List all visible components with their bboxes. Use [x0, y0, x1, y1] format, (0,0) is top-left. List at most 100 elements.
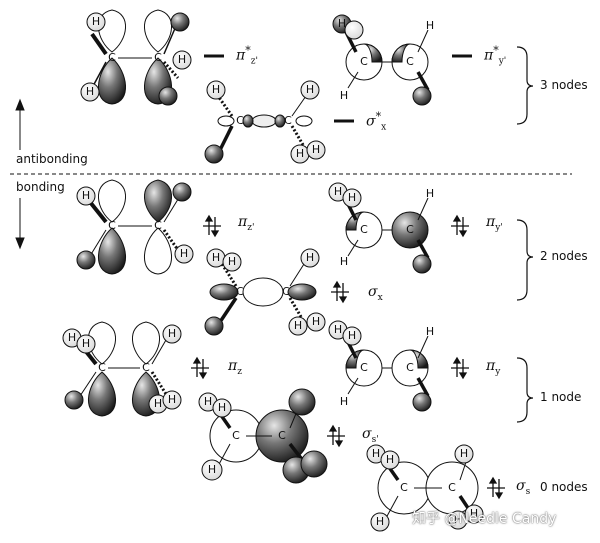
- hydrogen-atom-label: H: [167, 393, 177, 406]
- orbital-sigma-s-prime: σs': [362, 426, 379, 445]
- electron-pair-3: [191, 356, 209, 380]
- hydrogen-atom-label: H: [81, 337, 91, 350]
- mo-pi-z: [62, 321, 182, 417]
- mo-pi-y: [328, 320, 432, 412]
- hydrogen-atom-label: H: [295, 147, 305, 160]
- brace-2-nodes: [516, 219, 534, 301]
- brace-1-node: [516, 357, 534, 423]
- hydrogen-atom-label: H: [339, 255, 349, 268]
- mo-sigma-s-prime: [198, 388, 328, 484]
- electron-pair-6: [487, 476, 505, 500]
- hydrogen-atom-label: H: [347, 191, 357, 204]
- hydrogen-atom-label: H: [339, 395, 349, 408]
- hydrogen-atom-label: H: [333, 185, 343, 198]
- hydrogen-atom-label: H: [375, 515, 385, 528]
- hydrogen-atom-label: H: [333, 323, 343, 336]
- hydrogen-atom-label: H: [305, 83, 315, 96]
- hydrogen-atom-label: H: [293, 319, 303, 332]
- hydrogen-atom-label: H: [311, 143, 321, 156]
- brace-3-nodes: [516, 46, 534, 125]
- carbon-atom-label: C: [232, 429, 240, 442]
- carbon-atom-label: C: [236, 285, 244, 298]
- electron-pair-0: [203, 214, 221, 238]
- hydrogen-atom-label: H: [217, 401, 227, 414]
- hydrogen-atom-label: H: [203, 395, 213, 408]
- hydrogen-atom-label: H: [371, 447, 381, 460]
- mo-sigma-x: [204, 248, 326, 336]
- antibonding-arrow: [15, 98, 25, 150]
- mo-sigma-x-star: [204, 80, 326, 164]
- watermark: 知乎 @Needle Candy: [412, 511, 557, 527]
- carbon-atom-label: C: [98, 361, 106, 374]
- carbon-atom-label: C: [108, 219, 116, 232]
- hydrogen-atom-label: H: [153, 397, 163, 410]
- carbon-atom-label: C: [154, 219, 162, 232]
- hydrogen-atom-label: H: [305, 251, 315, 264]
- carbon-atom-label: C: [406, 361, 414, 374]
- electron-pairs: [191, 214, 505, 500]
- hydrogen-atom-label: H: [81, 189, 91, 202]
- mo-sigma-s: [366, 444, 484, 532]
- carbon-atom-label: C: [360, 223, 368, 236]
- hydrogen-atom-label: H: [177, 53, 187, 66]
- orbital-pi-y-prime: πy': [486, 214, 503, 233]
- carbon-atom-label: C: [360, 55, 368, 68]
- nodes-2-label: 2 nodes: [540, 249, 588, 263]
- carbon-atom-label: C: [236, 114, 244, 127]
- carbon-atom-label: C: [154, 51, 162, 64]
- orbital-sigma-s: σs: [516, 478, 531, 497]
- hydrogen-atom-label: H: [453, 513, 463, 526]
- nodes-1-label: 1 node: [540, 390, 582, 404]
- bonding-label: bonding: [16, 180, 65, 194]
- nodes-3-label: 3 nodes: [540, 78, 588, 92]
- orbital-pi-y-star: π*y': [484, 44, 507, 67]
- carbon-atom-label: C: [108, 51, 116, 64]
- mo-pi-z-prime: [76, 179, 194, 275]
- hydrogen-atom-label: H: [469, 507, 479, 520]
- hydrogen-atom-label: H: [179, 247, 189, 260]
- orbital-pi-z-prime: πz': [238, 214, 255, 233]
- carbon-atom-label: C: [406, 223, 414, 236]
- orbital-pi-z: πz: [228, 358, 242, 377]
- mo-pi-y-prime: [328, 182, 432, 274]
- hydrogen-atom-label: H: [347, 329, 357, 342]
- orbital-pi-z-star: π*z': [236, 44, 258, 67]
- hydrogen-atom-label: H: [425, 187, 435, 200]
- hydrogen-atom-label: H: [207, 463, 217, 476]
- mo-pi-z-star: [80, 9, 192, 106]
- electron-pair-4: [451, 356, 469, 380]
- hydrogen-atom-label: H: [227, 255, 237, 268]
- hydrogen-atom-label: H: [339, 89, 349, 102]
- hydrogen-atom-label: H: [385, 453, 395, 466]
- mo-pi-y-star: [332, 14, 432, 106]
- hydrogen-atom-label: H: [425, 19, 435, 32]
- nodes-0-label: 0 nodes: [540, 480, 588, 494]
- electron-pair-1: [451, 214, 469, 238]
- hydrogen-atom-label: H: [459, 447, 469, 460]
- bonding-arrow: [15, 198, 25, 250]
- hydrogen-atom-label: H: [425, 325, 435, 338]
- hydrogen-atom-label: H: [337, 17, 347, 30]
- electron-pair-2: [331, 280, 349, 304]
- orbital-sigma-x: σx: [368, 284, 383, 303]
- carbon-atom-label: C: [406, 55, 414, 68]
- carbon-atom-label: C: [284, 114, 292, 127]
- hydrogen-atom-label: H: [91, 15, 101, 28]
- hydrogen-atom-label: H: [311, 315, 321, 328]
- hydrogen-atom-label: H: [167, 327, 177, 340]
- electron-pair-5: [327, 424, 345, 448]
- carbon-atom-label: C: [278, 429, 286, 442]
- hydrogen-atom-label: H: [211, 83, 221, 96]
- orbital-sigma-x-star: σ*x: [366, 110, 387, 133]
- carbon-atom-label: C: [142, 361, 150, 374]
- carbon-atom-label: C: [360, 361, 368, 374]
- carbon-atom-label: C: [282, 285, 290, 298]
- hydrogen-atom-label: H: [211, 251, 221, 264]
- carbon-atom-label: C: [400, 481, 408, 494]
- hydrogen-atom-label: H: [85, 85, 95, 98]
- antibonding-label: antibonding: [16, 152, 88, 166]
- carbon-atom-label: C: [448, 481, 456, 494]
- hydrogen-atom-label: H: [67, 331, 77, 344]
- orbital-pi-y: πy: [486, 358, 501, 377]
